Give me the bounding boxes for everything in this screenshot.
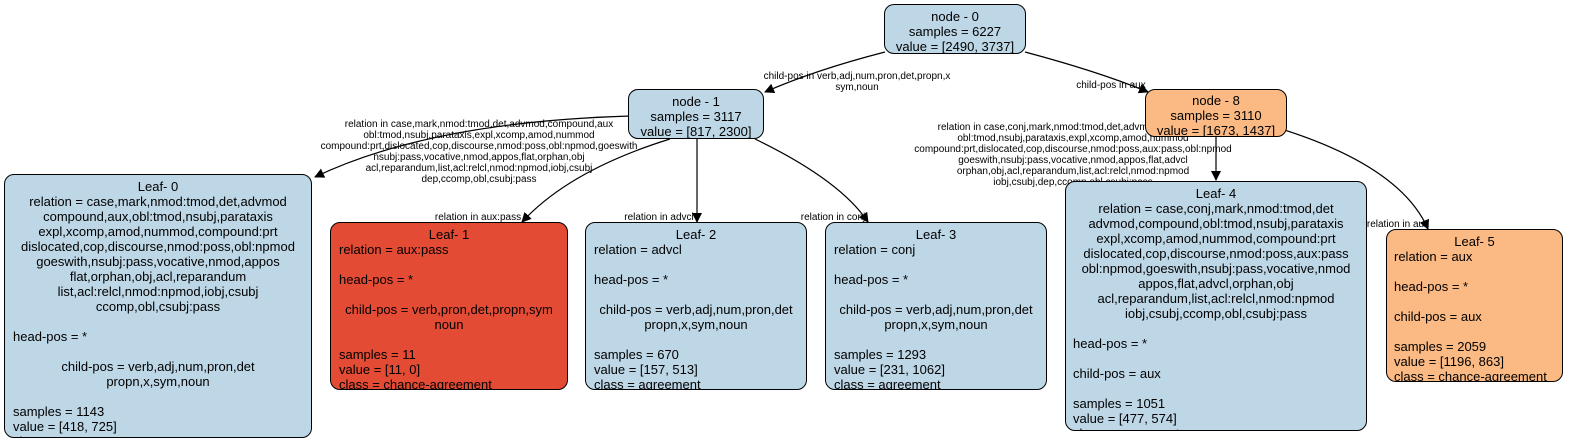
node-1: node - 1 samples = 3117 value = [817, 23… (628, 89, 764, 139)
node-samples: samples = 3110 (1170, 108, 1262, 123)
edge-node1-leaf0 (314, 115, 631, 178)
node-samples: samples = 3117 (650, 109, 742, 124)
node-8: node - 8 samples = 3110 value = [1673, 1… (1145, 89, 1287, 137)
node-0: node - 0 samples = 6227 value = [2490, 3… (884, 4, 1026, 54)
node-title: node - 8 (1192, 93, 1240, 108)
node-title: node - 1 (672, 94, 720, 109)
node-value: value = [817, 2300] (640, 124, 752, 139)
node-value: value = [1673, 1437] (1156, 123, 1276, 137)
edge-label-node0-node8: child-pos in aux (1076, 80, 1146, 91)
edge-label-node1-leaf2: relation in advcl (624, 212, 694, 223)
leaf-5: Leaf- 5 relation = aux head-pos = * chil… (1386, 229, 1563, 382)
leaf-1: Leaf- 1 relation = aux:pass head-pos = *… (330, 222, 568, 390)
edge-label-node1-leaf3: relation in conj (800, 212, 866, 223)
leaf-title: Leaf- 1 (428, 227, 470, 242)
edge-node8-leaf5 (1274, 126, 1429, 230)
node-value: value = [2490, 3737] (895, 39, 1015, 54)
node-samples: samples = 6227 (908, 24, 1002, 39)
edge-label-node1-leaf0: relation in case,mark,nmod:tmod,det,advm… (320, 119, 638, 185)
leaf-title: Leaf- 3 (915, 227, 957, 242)
edge-node1-leaf3 (754, 138, 869, 223)
leaf-3: Leaf- 3 relation = conj head-pos = * chi… (825, 222, 1047, 390)
leaf-title: Leaf- 5 (1454, 234, 1495, 249)
leaf-title: Leaf- 0 (137, 179, 179, 194)
node-title: node - 0 (931, 9, 979, 24)
leaf-title: Leaf- 2 (675, 227, 717, 242)
edge-label-node0-node1: child-pos in verb,adj,num,pron,det,propn… (763, 71, 951, 93)
edge-node0-node1 (764, 51, 886, 93)
leaf-2: Leaf- 2 relation = advcl head-pos = * ch… (585, 222, 807, 390)
edge-node0-node8 (1024, 51, 1149, 94)
leaf-title: Leaf- 4 (1195, 186, 1237, 201)
edge-label-node8-leaf5: relation in aux (1366, 219, 1430, 230)
edge-label-node1-leaf1: relation in aux:pass (434, 212, 522, 223)
leaf-0: Leaf- 0 relation = case,mark,nmod:tmod,d… (4, 174, 312, 438)
leaf-4: Leaf- 4 relation = case,conj,mark,nmod:t… (1065, 181, 1367, 431)
edge-node1-leaf1 (521, 138, 671, 223)
